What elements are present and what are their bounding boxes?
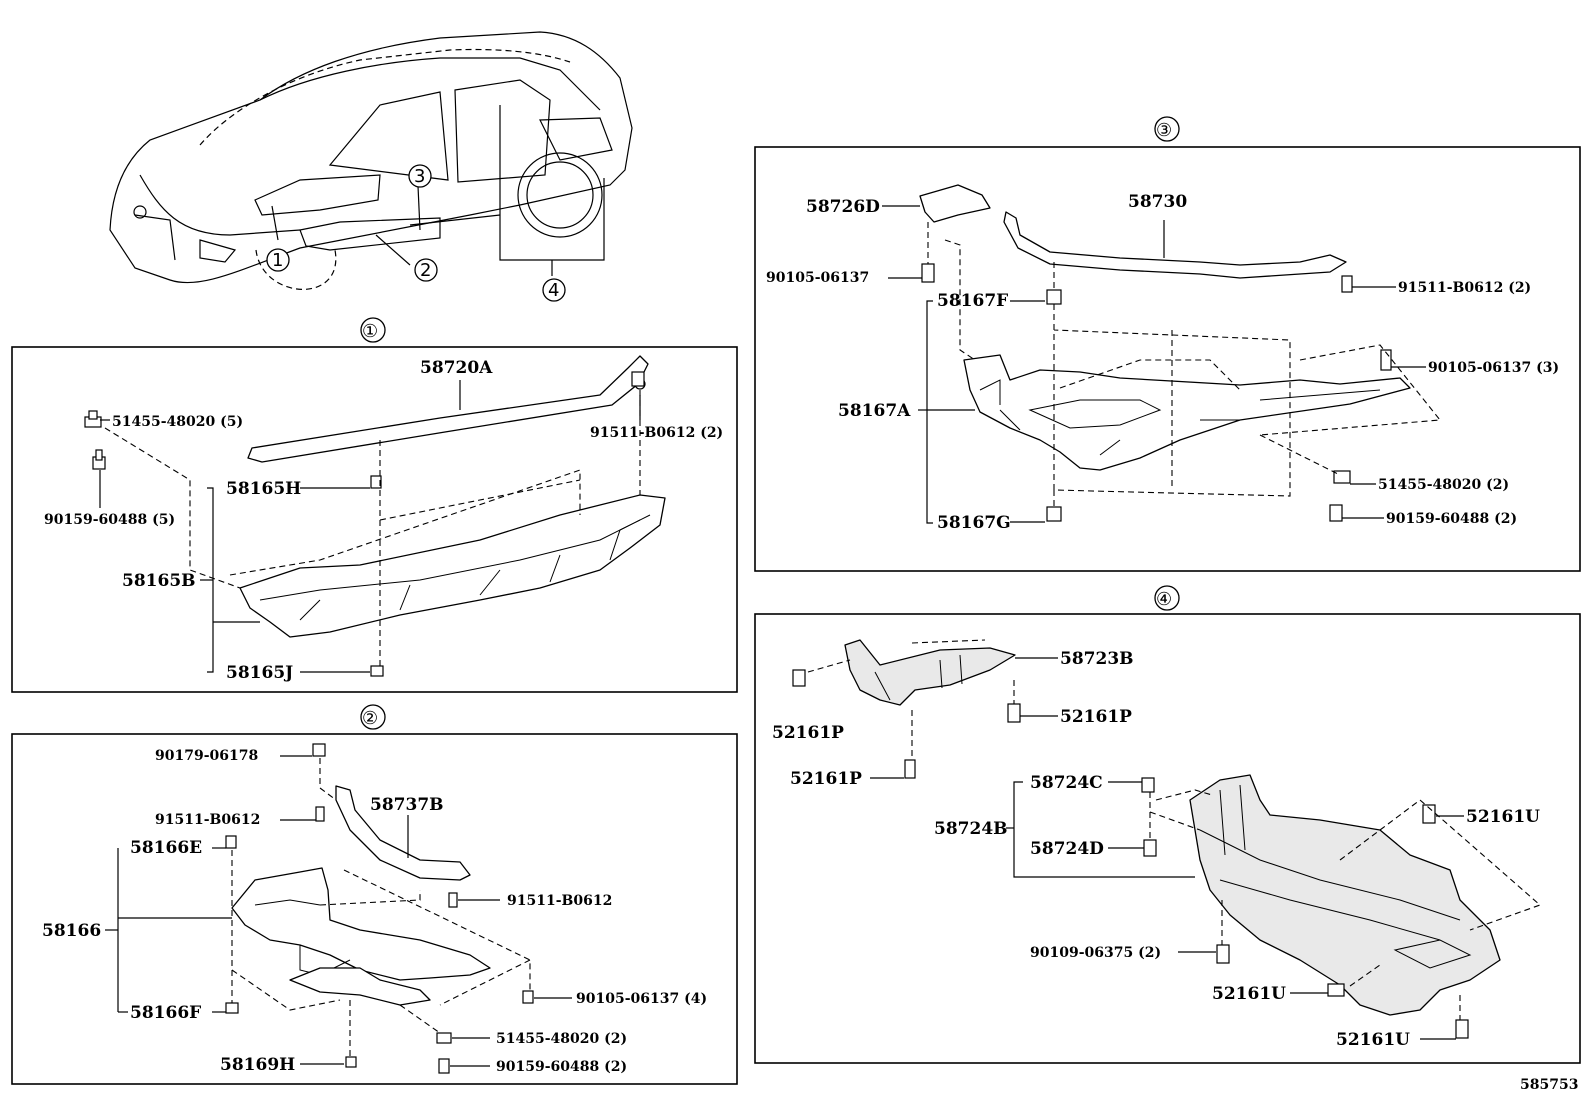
label-90109-06375: 90109-06375 (2) [1030,945,1161,961]
section-4-marker: ④ [1156,589,1172,610]
label-91511-B0612-s2b: 91511-B0612 [507,893,612,909]
bracket-58730 [1003,211,1347,279]
under-cover-58724B [1189,774,1501,1016]
section-2-frame [11,733,738,1085]
label-58169H: 58169H [220,1055,295,1075]
label-58166F: 58166F [130,1003,201,1023]
bracket-58737B [335,785,471,881]
label-90159-60488-s1: 90159-60488 (5) [44,512,175,528]
section-1-frame [11,346,738,693]
label-58165B: 58165B [122,571,196,591]
shield-58726D [919,184,991,223]
label-52161U-right: 52161U [1466,807,1540,827]
label-90105-06137-s3a: 90105-06137 [766,270,869,286]
label-52161U-bottom: 52161U [1336,1030,1410,1050]
label-51455-48020-s2: 51455-48020 (2) [496,1031,627,1047]
label-58724D: 58724D [1030,839,1104,859]
section-4: ④ [754,585,1581,1064]
label-51455-48020-s3: 51455-48020 (2) [1378,477,1509,493]
under-cover-58165B [239,494,666,638]
diagram-id: 585753 [1520,1077,1578,1093]
section-4-frame [754,613,1581,1064]
overview-label-4: 4 [548,280,559,301]
under-cover-58167A [963,354,1411,471]
label-90105-06137-s2: 90105-06137 (4) [576,991,707,1007]
label-90159-60488-s3: 90159-60488 (2) [1386,511,1517,527]
label-58167G: 58167G [937,513,1011,533]
label-90179-06178: 90179-06178 [155,748,258,764]
label-58720A: 58720A [420,358,493,378]
label-91511-B0612-s1: 91511-B0612 (2) [590,425,723,441]
label-58165H: 58165H [226,479,301,499]
label-58167A: 58167A [838,401,911,421]
label-58165J: 58165J [226,663,293,683]
section-3: ③ [754,116,1581,572]
overview-label-1: 1 [272,250,283,271]
label-52161P-right: 52161P [1060,707,1132,727]
label-91511-B0612-s3: 91511-B0612 (2) [1398,280,1531,296]
label-58737B: 58737B [370,795,444,815]
label-58166E: 58166E [130,838,202,858]
section-2: ② [11,704,738,1085]
label-58726D: 58726D [806,197,880,217]
label-52161U-mid: 52161U [1212,984,1286,1004]
label-90159-60488-s2: 90159-60488 (2) [496,1059,627,1075]
label-90105-06137-s3b: 90105-06137 (3) [1428,360,1559,376]
overview-label-3: 3 [414,166,425,187]
shield-58723B [844,639,1016,706]
section-2-marker: ② [362,708,378,729]
label-58724C: 58724C [1030,773,1103,793]
label-58167F: 58167F [937,291,1008,311]
label-52161P-left: 52161P [772,723,844,743]
vehicle-overview: 3 1 2 4 [109,31,633,302]
label-52161P-bottom: 52161P [790,769,862,789]
label-58723B: 58723B [1060,649,1134,669]
under-cover-58166 [231,867,491,981]
overview-label-2: 2 [420,260,431,281]
label-58724B: 58724B [934,819,1008,839]
section-3-marker: ③ [1156,120,1172,141]
section-1: ① 58720A 51455-48020 [11,317,738,693]
section-3-frame [754,146,1581,572]
under-cover-58169H [289,967,431,1006]
label-58166: 58166 [42,921,101,941]
label-58730: 58730 [1128,192,1187,212]
label-51455-48020-s1: 51455-48020 (5) [112,414,243,430]
section-1-marker: ① [362,321,378,342]
label-91511-B0612-s2a: 91511-B0612 [155,812,260,828]
